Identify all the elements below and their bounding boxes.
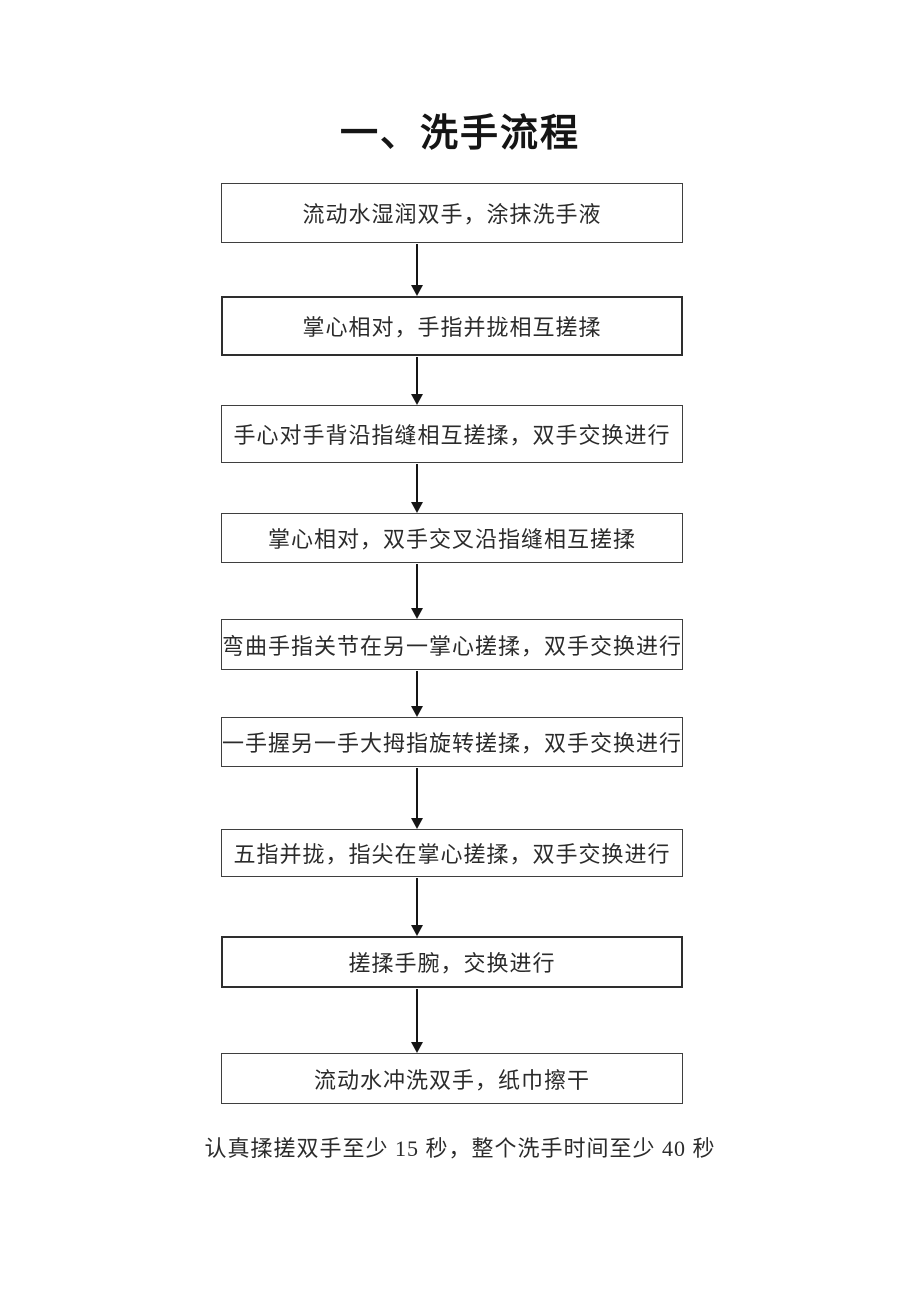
flow-step-4-box: 掌心相对，双手交叉沿指缝相互搓揉 <box>221 513 683 563</box>
arrow-head <box>411 706 423 717</box>
flow-step-6-box: 一手握另一手大拇指旋转搓揉，双手交换进行 <box>221 717 683 767</box>
arrow-shaft <box>416 989 418 1044</box>
arrow-down-icon <box>411 244 423 296</box>
arrow-head <box>411 608 423 619</box>
arrow-shaft <box>416 464 418 504</box>
arrow-head <box>411 818 423 829</box>
arrow-head <box>411 394 423 405</box>
arrow-shaft <box>416 244 418 287</box>
flow-step-3-box: 手心对手背沿指缝相互搓揉，双手交换进行 <box>221 405 683 463</box>
arrow-head <box>411 1042 423 1053</box>
arrow-down-icon <box>411 357 423 405</box>
arrow-down-icon <box>411 464 423 513</box>
page-title: 一、洗手流程 <box>339 113 580 155</box>
arrow-shaft <box>416 768 418 820</box>
arrow-down-icon <box>411 878 423 936</box>
flow-step-9-box: 流动水冲洗双手，纸巾擦干 <box>221 1053 683 1104</box>
arrow-down-icon <box>411 989 423 1053</box>
arrow-head <box>411 502 423 513</box>
arrow-head <box>411 925 423 936</box>
flow-step-8-box: 搓揉手腕，交换进行 <box>221 936 683 988</box>
arrow-shaft <box>416 357 418 396</box>
flow-step-2-box: 掌心相对，手指并拢相互搓揉 <box>221 296 683 356</box>
arrow-down-icon <box>411 564 423 619</box>
footnote-text: 认真揉搓双手至少 15 秒，整个洗手时间至少 40 秒 <box>204 1136 716 1161</box>
flow-step-5-box: 弯曲手指关节在另一掌心搓揉，双手交换进行 <box>221 619 683 670</box>
arrow-shaft <box>416 671 418 708</box>
arrow-down-icon <box>411 671 423 717</box>
arrow-down-icon <box>411 768 423 829</box>
flow-step-7-box: 五指并拢，指尖在掌心搓揉，双手交换进行 <box>221 829 683 877</box>
flow-step-1-box: 流动水湿润双手，涂抹洗手液 <box>221 183 683 243</box>
arrow-head <box>411 285 423 296</box>
arrow-shaft <box>416 878 418 927</box>
arrow-shaft <box>416 564 418 610</box>
